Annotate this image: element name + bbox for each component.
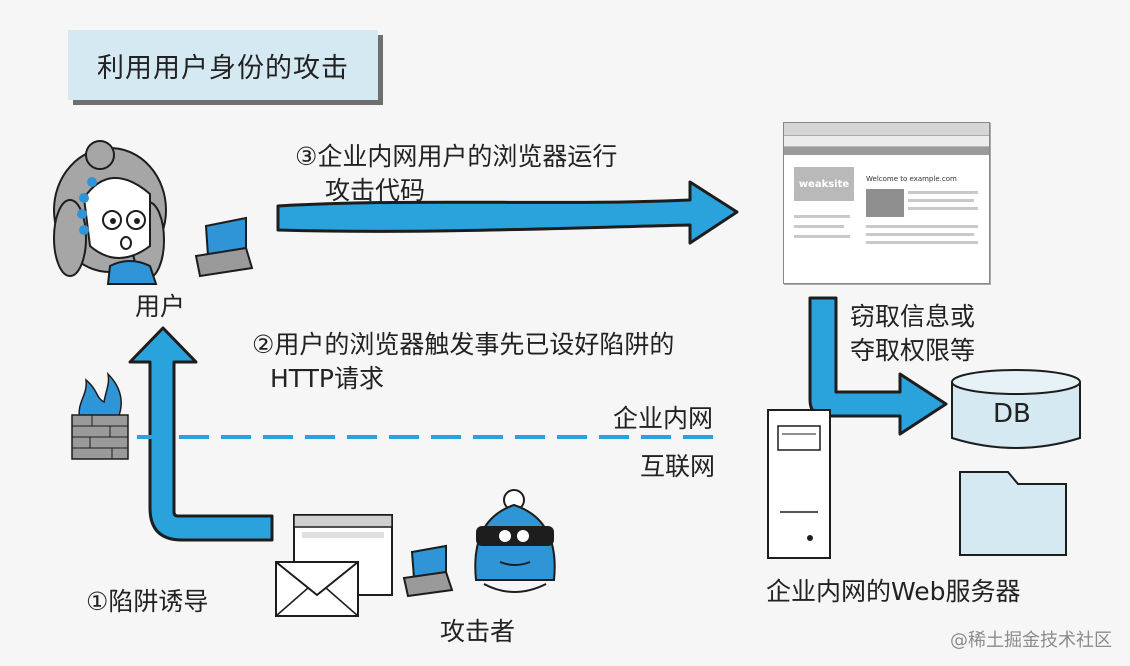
attacker-avatar-icon [475,490,554,592]
site-sidebar-line [794,225,844,228]
site-text-line [866,233,974,236]
site-thumbnail [866,189,904,217]
intranet-label: 企业内网 [613,402,713,435]
steal-label-line1: 窃取信息或 [850,300,975,333]
site-welcome-text: Welcome to example.com [866,175,957,183]
browser-window-illustration: weaksite Welcome to example.com [783,122,990,284]
attacker-label: 攻击者 [440,615,515,648]
internet-label: 互联网 [640,450,715,483]
user-laptop-icon [196,218,252,276]
step3-label-line2: 攻击代码 [325,174,425,207]
attacker-laptop-icon [404,546,452,596]
db-label: DB [993,398,1031,431]
site-logo: weaksite [794,167,854,201]
arrow-trap-request [130,328,272,540]
user-avatar-icon [54,141,166,284]
step2-label-line1: ②用户的浏览器触发事先已设好陷阱的 [252,328,674,361]
user-label: 用户 [135,290,185,323]
web-server-label: 企业内网的Web服务器 [766,575,1021,608]
step2-label-line2: HTTP请求 [270,362,384,395]
watermark: @稀土掘金技术社区 [950,626,1112,652]
step3-label-line1: ③企业内网用户的浏览器运行 [295,140,617,173]
site-sidebar-line [794,235,850,238]
site-text-line [908,191,978,194]
site-text-line [866,241,978,244]
browser-titlebar [784,123,989,136]
firewall-icon [72,374,128,459]
browser-toolbar [784,136,989,147]
web-server-icon [768,410,830,558]
site-sidebar-line [794,215,850,218]
folder-icon [960,472,1066,555]
steal-label-line2: 夺取权限等 [850,334,975,367]
site-text-line [908,207,978,210]
site-text-line [908,199,974,202]
email-icon [276,562,358,616]
site-text-line [866,225,978,228]
step1-label: ①陷阱诱导 [86,585,208,618]
browser-nav-strip [784,147,989,155]
